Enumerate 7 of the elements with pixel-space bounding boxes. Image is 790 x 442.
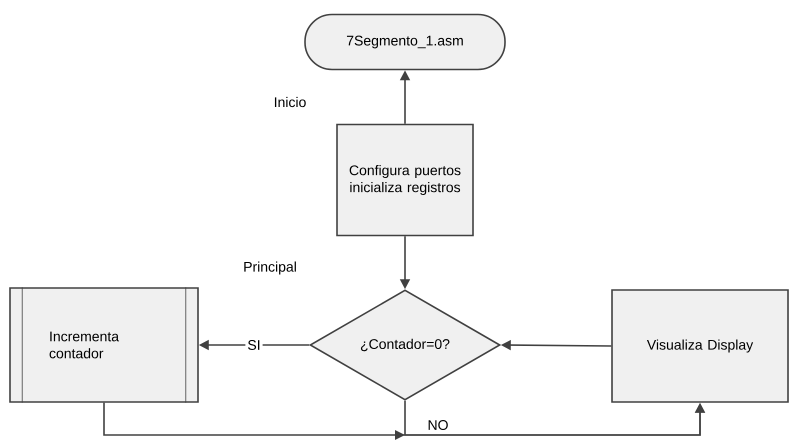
process-box: Visualiza Display xyxy=(611,289,789,403)
step-label: Principal xyxy=(244,261,296,275)
edge-label: NO xyxy=(428,420,448,430)
process-box: Configura puertos inicializa registros xyxy=(336,124,474,236)
edge-label: SI xyxy=(245,338,263,352)
step-label: Inicio xyxy=(274,96,306,108)
subprocess-box: Incrementa contador xyxy=(9,286,199,404)
